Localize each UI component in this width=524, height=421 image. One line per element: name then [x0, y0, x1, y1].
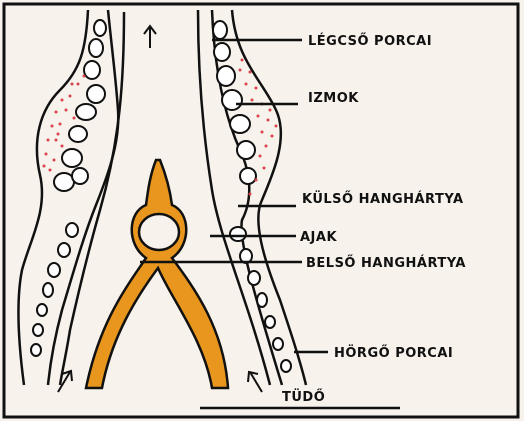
label-horgo-porcai: HÖRGŐ PORCAI — [334, 345, 453, 361]
label-tudo: TÜDŐ — [282, 389, 325, 405]
label-belso-hanghartya: BELSŐ HANGHÁRTYA — [306, 255, 466, 271]
label-legcso-porcai: LÉGCSŐ PORCAI — [308, 33, 432, 49]
label-ajak: AJAK — [300, 230, 337, 245]
label-izmok: IZMOK — [308, 91, 359, 106]
label-kulso-hanghartya: KÜLSŐ HANGHÁRTYA — [302, 191, 464, 207]
